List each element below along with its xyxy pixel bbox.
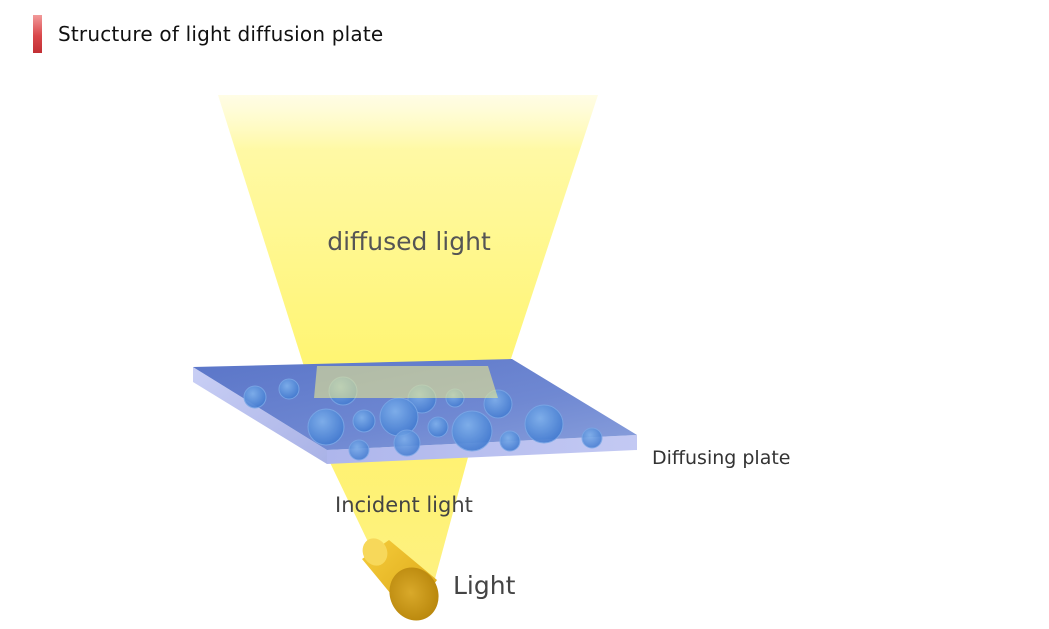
diffused-light-on-plate [314,366,498,398]
plate-front-face [327,435,637,464]
diffused-light-beam [218,95,598,398]
label-light: Light [453,571,516,600]
diffusing-plate [193,359,637,464]
heading-accent-bar [33,15,42,53]
plate-side-face [193,367,327,464]
incident-light-beam [324,450,470,592]
page-title: Structure of light diffusion plate [58,22,384,46]
label-incident-light: Incident light [335,493,473,517]
light-source-icon [362,538,439,621]
label-diffusing-plate: Diffusing plate [652,447,790,469]
label-diffused-light: diffused light [327,227,491,256]
section-heading: Structure of light diffusion plate [33,15,383,53]
